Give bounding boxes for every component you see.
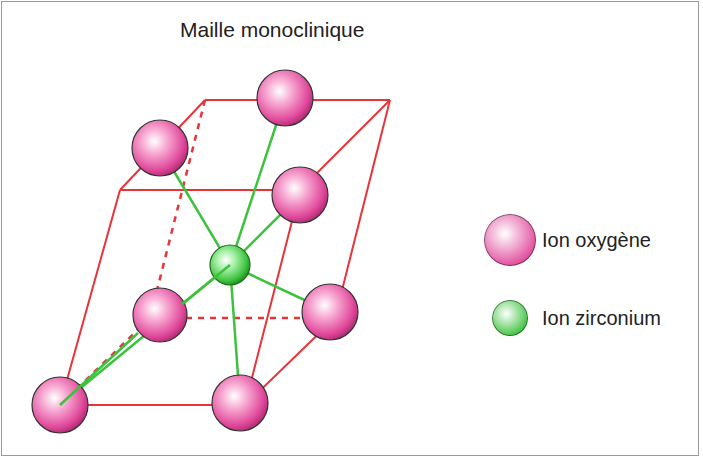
bonds <box>60 98 330 405</box>
bond-front <box>182 265 230 304</box>
cell-edges <box>60 100 390 405</box>
legend-swatch <box>484 214 536 266</box>
bond-front <box>60 333 138 405</box>
legend-label: Ion oxygène <box>542 229 651 252</box>
oxygen-ions <box>32 70 358 433</box>
hidden-edges <box>60 100 335 405</box>
legend-label: Ion zirconium <box>542 307 661 330</box>
image-frame <box>1 1 699 456</box>
title: Maille monoclinique <box>180 18 364 42</box>
legend-swatch <box>492 300 528 336</box>
